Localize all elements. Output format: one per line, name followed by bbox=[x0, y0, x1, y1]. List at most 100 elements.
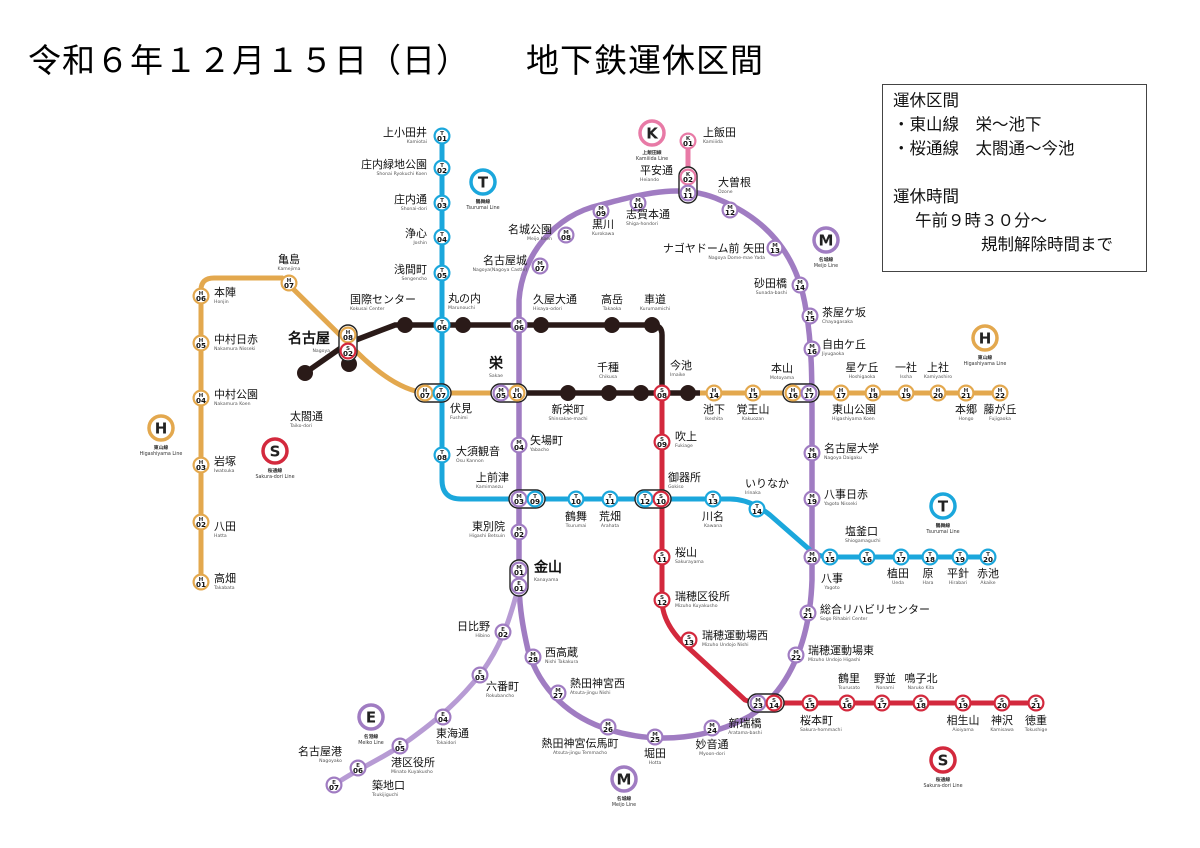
station-number-badge bbox=[492, 384, 510, 402]
line-badge-letter: S bbox=[270, 443, 281, 461]
station-name-jp: 川名 bbox=[702, 509, 724, 523]
station-name-jp: 塩釜口 bbox=[845, 524, 878, 538]
station-number: 04 bbox=[514, 443, 524, 452]
station-number-badge bbox=[192, 573, 210, 591]
station-number-badge bbox=[679, 132, 697, 150]
station-number-badge bbox=[784, 384, 802, 402]
station[interactable]: T19 bbox=[951, 548, 969, 566]
station-name-en: Naruko Kita bbox=[908, 685, 935, 691]
station-number-badge bbox=[991, 384, 1009, 402]
station-name-en: Nakamura Nisseki bbox=[214, 346, 255, 352]
station-name-jp: 今池 bbox=[670, 358, 692, 372]
